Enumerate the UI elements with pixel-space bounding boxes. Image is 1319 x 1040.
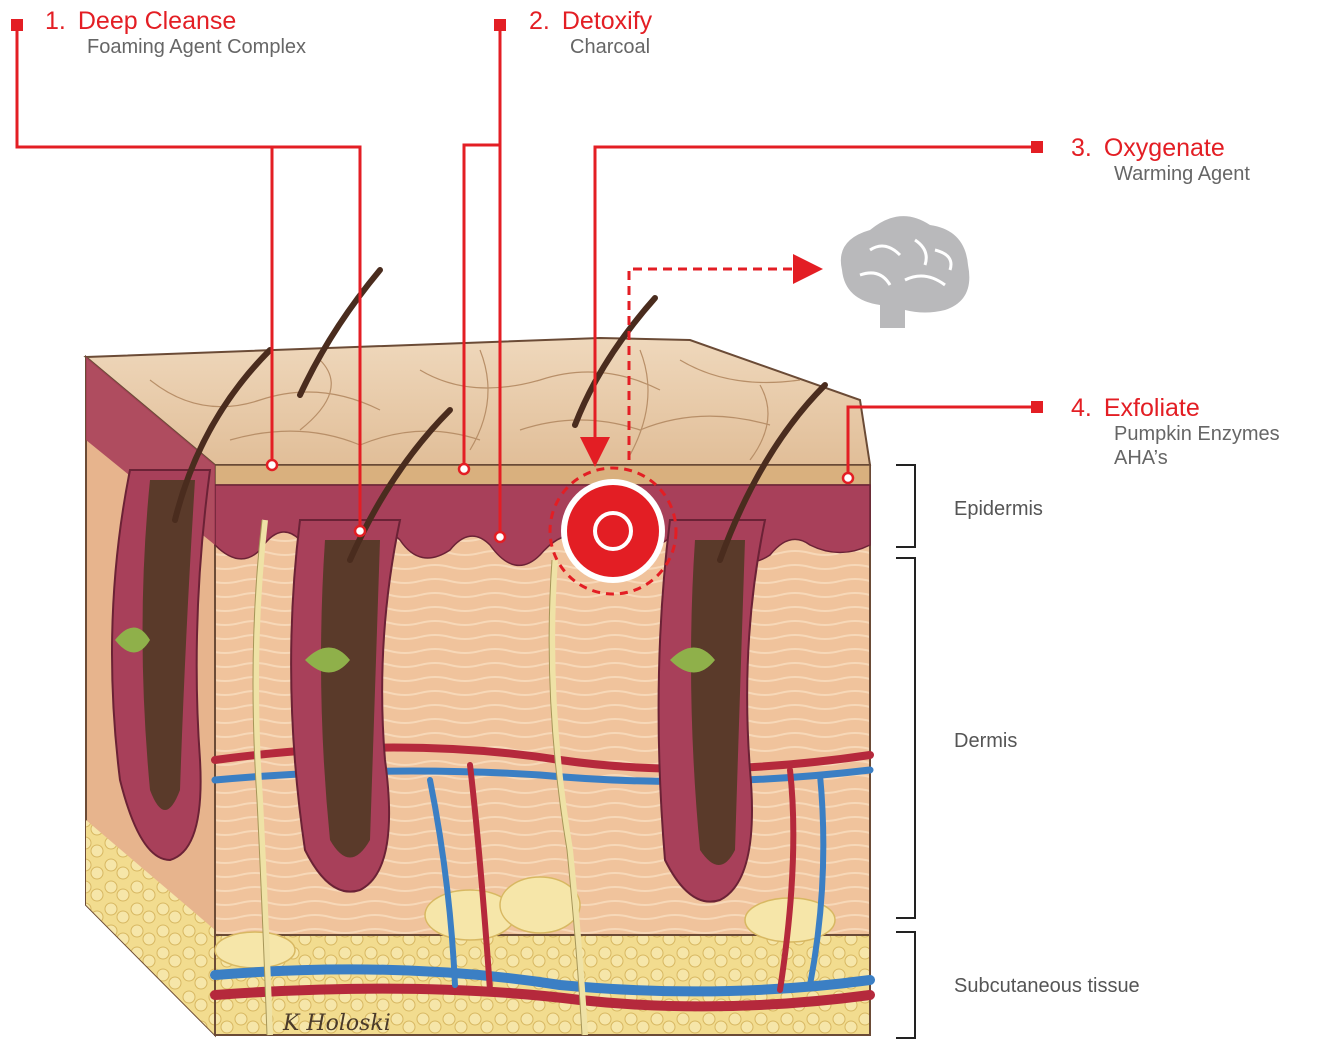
step-exfoliate: 4. Exfoliate Pumpkin Enzymes AHA’s: [1071, 395, 1280, 470]
step-number: 2.: [529, 8, 550, 35]
layer-label-subcutaneous: Subcutaneous tissue: [954, 975, 1140, 998]
layer-label-dermis: Dermis: [954, 730, 1017, 753]
step-title: Deep Cleanse: [78, 8, 236, 35]
step-deep-cleanse: 1. Deep Cleanse Foaming Agent Complex: [45, 8, 306, 59]
step-subtitle: Foaming Agent Complex: [87, 35, 306, 59]
epidermis-band: [215, 465, 870, 485]
layer-label-epidermis: Epidermis: [954, 498, 1043, 521]
step-number: 4.: [1071, 395, 1092, 422]
layer-brackets: [896, 465, 915, 1038]
brain-icon: [841, 216, 969, 328]
step-title: Oxygenate: [1104, 135, 1225, 162]
step-title: Exfoliate: [1104, 395, 1200, 422]
step-subtitle: Pumpkin Enzymes: [1114, 422, 1280, 446]
step-number: 3.: [1071, 135, 1092, 162]
callout-line-exfoliate: [848, 407, 1035, 475]
step-detoxify: 2. Detoxify Charcoal: [529, 8, 652, 59]
step-subtitle-2: AHA’s: [1114, 446, 1280, 470]
step-subtitle: Charcoal: [570, 35, 652, 59]
step-subtitle: Warming Agent: [1114, 162, 1250, 186]
step-oxygenate: 3. Oxygenate Warming Agent: [1071, 135, 1250, 186]
skin-cross-section: K Holoski: [86, 270, 870, 1036]
artist-signature: K Holoski: [282, 1011, 391, 1036]
step-number: 1.: [45, 8, 66, 35]
step-title: Detoxify: [562, 8, 652, 35]
